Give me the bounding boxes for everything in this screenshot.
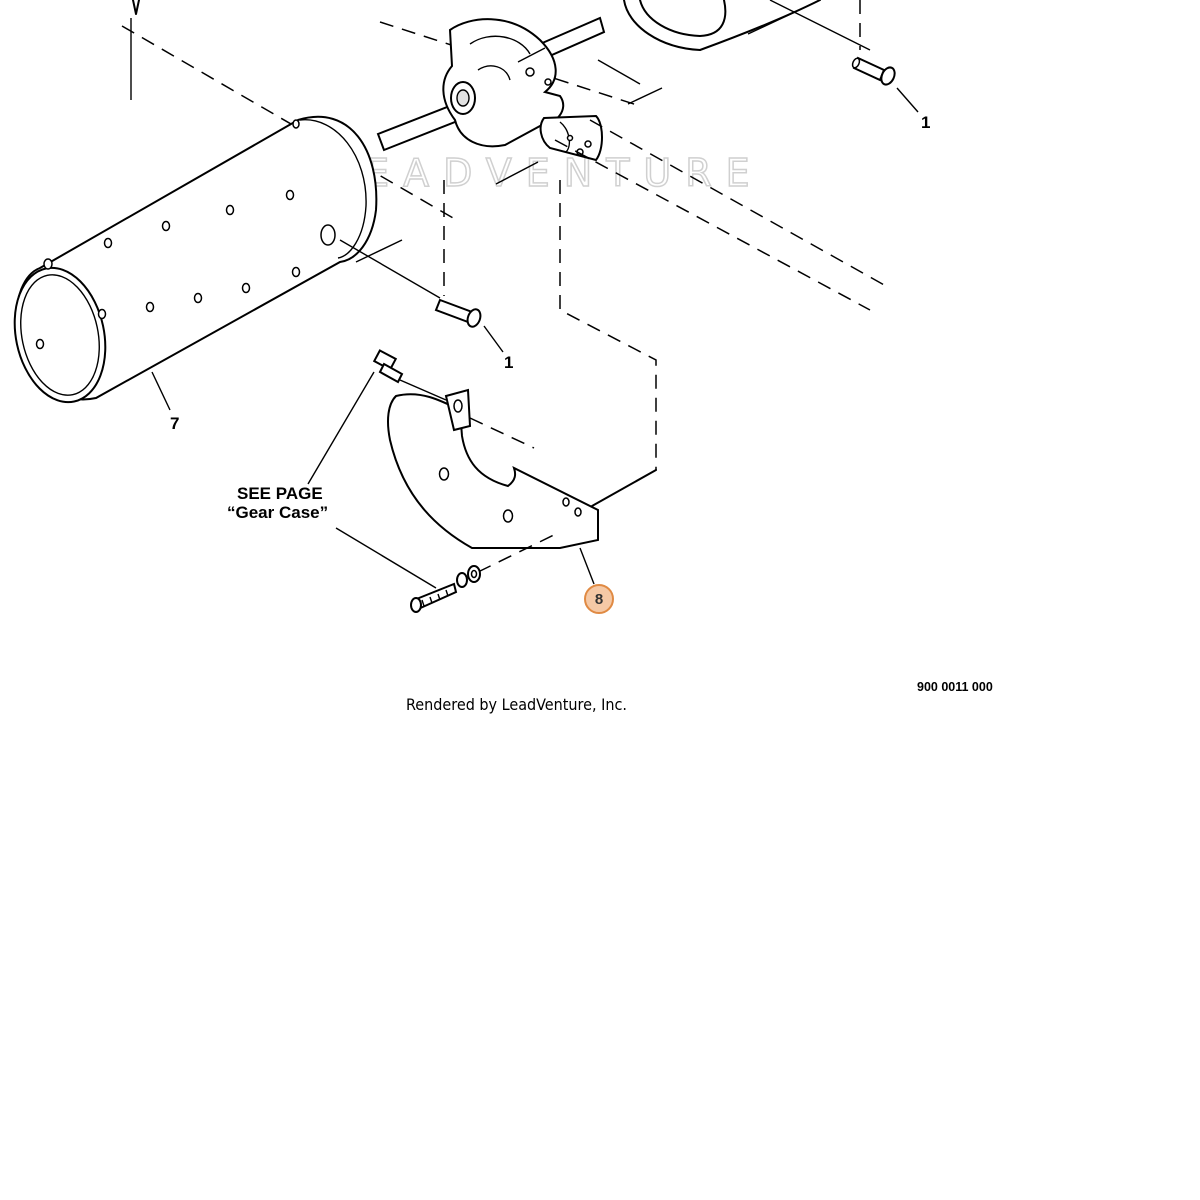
callout-7[interactable]: 7 xyxy=(170,414,179,433)
drawing-number: 900 0011 000 xyxy=(917,680,993,694)
watermark-text: LEADVENTURE xyxy=(330,151,764,195)
see-page-line2[interactable]: “Gear Case” xyxy=(227,503,328,522)
callout-1-lower[interactable]: 1 xyxy=(504,353,513,372)
see-page-line1[interactable]: SEE PAGE xyxy=(237,484,323,503)
gear-case-assembly xyxy=(376,16,606,162)
tine-shield xyxy=(387,388,599,549)
rendered-by-footer: Rendered by LeadVenture, Inc. xyxy=(406,695,627,714)
retaining-pin-upper xyxy=(851,56,896,86)
shield-screw-upper xyxy=(372,349,404,384)
callout-8[interactable]: 8 xyxy=(595,591,603,608)
shield-bolt-lower xyxy=(410,565,481,613)
callout-1-upper[interactable]: 1 xyxy=(921,113,930,132)
upper-left-stub xyxy=(130,0,140,100)
upper-right-drum xyxy=(623,0,821,51)
tine-drum xyxy=(13,115,378,404)
callout-8-badge[interactable]: 8 xyxy=(584,584,614,614)
retaining-pin-lower xyxy=(434,298,482,328)
